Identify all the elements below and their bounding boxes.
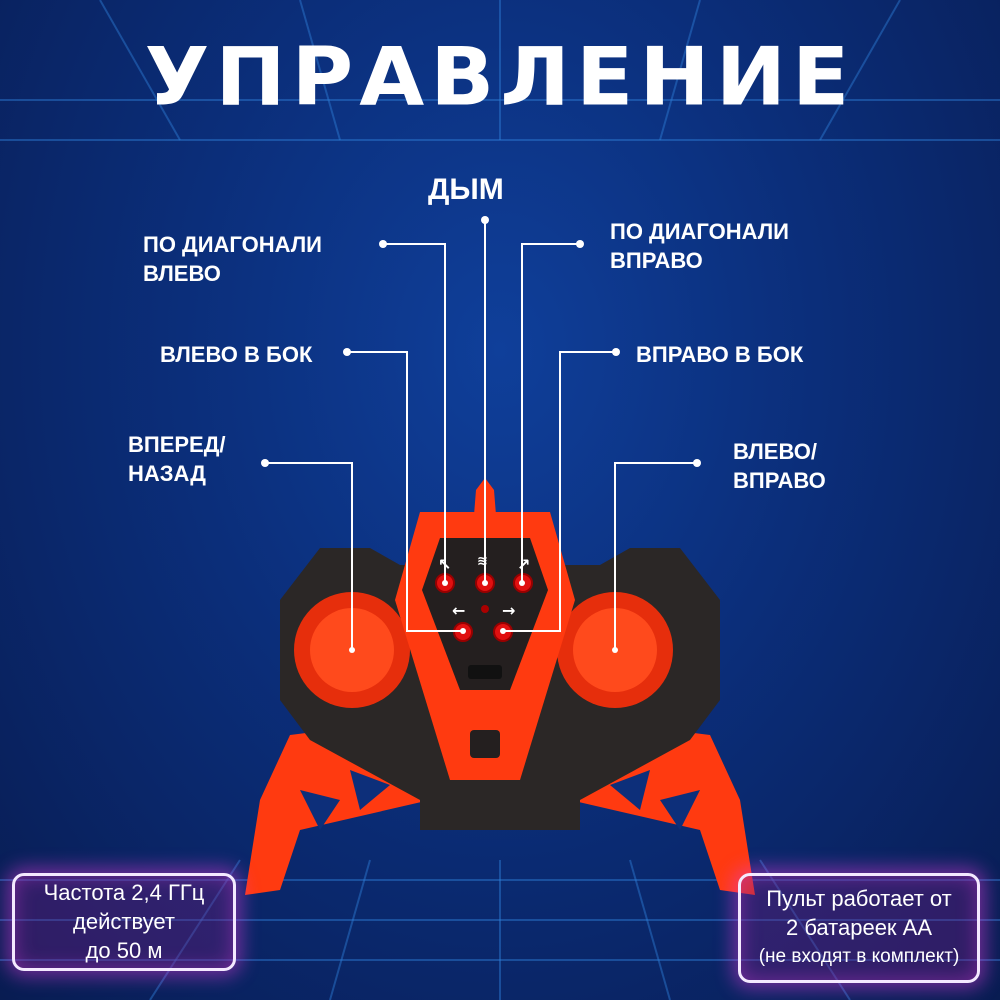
svg-text:←: ←	[452, 601, 465, 620]
info-line: до 50 м	[85, 938, 163, 963]
power-switch	[468, 665, 502, 679]
label-diag-left: ПО ДИАГОНАЛИ ВЛЕВО	[143, 230, 322, 288]
label-line: ВЛЕВО	[143, 261, 221, 286]
label-diag-right: ПО ДИАГОНАЛИ ВПРАВО	[610, 217, 789, 275]
info-line: (не входят в комплект)	[758, 946, 960, 967]
svg-text:≋: ≋	[477, 554, 488, 569]
label-line: ВПЕРЕД/	[128, 432, 226, 457]
info-line: 2 батареек АА	[785, 915, 933, 940]
page-title: УПРАВЛЕНИЕ	[144, 30, 856, 124]
label-line: ВПРАВО	[610, 248, 703, 273]
label-smoke: ДЫМ	[428, 173, 504, 206]
label-line: ВЛЕВО/	[733, 439, 818, 464]
label-side-right: ВПРАВО В БОК	[636, 342, 804, 367]
info-line: Пульт работает от	[766, 886, 952, 911]
info-line: Частота 2,4 ГГц	[43, 880, 205, 905]
label-side-left: ВЛЕВО В БОК	[160, 342, 313, 367]
battery-info-box: Пульт работает от 2 батареек АА (не вход…	[738, 873, 980, 983]
label-line: НАЗАД	[128, 461, 206, 486]
label-line: ВПРАВО	[733, 468, 826, 493]
frequency-info-box: Частота 2,4 ГГц действует до 50 м	[12, 873, 236, 971]
label-line: ПО ДИАГОНАЛИ	[610, 219, 789, 244]
svg-text:→: →	[502, 601, 515, 620]
info-line: действует	[73, 909, 175, 934]
led-indicator	[481, 605, 489, 613]
svg-text:↗: ↗	[517, 555, 530, 574]
label-line: ПО ДИАГОНАЛИ	[143, 232, 322, 257]
label-forward-back: ВПЕРЕД/ НАЗАД	[128, 430, 226, 488]
label-left-right: ВЛЕВО/ ВПРАВО	[733, 437, 826, 495]
